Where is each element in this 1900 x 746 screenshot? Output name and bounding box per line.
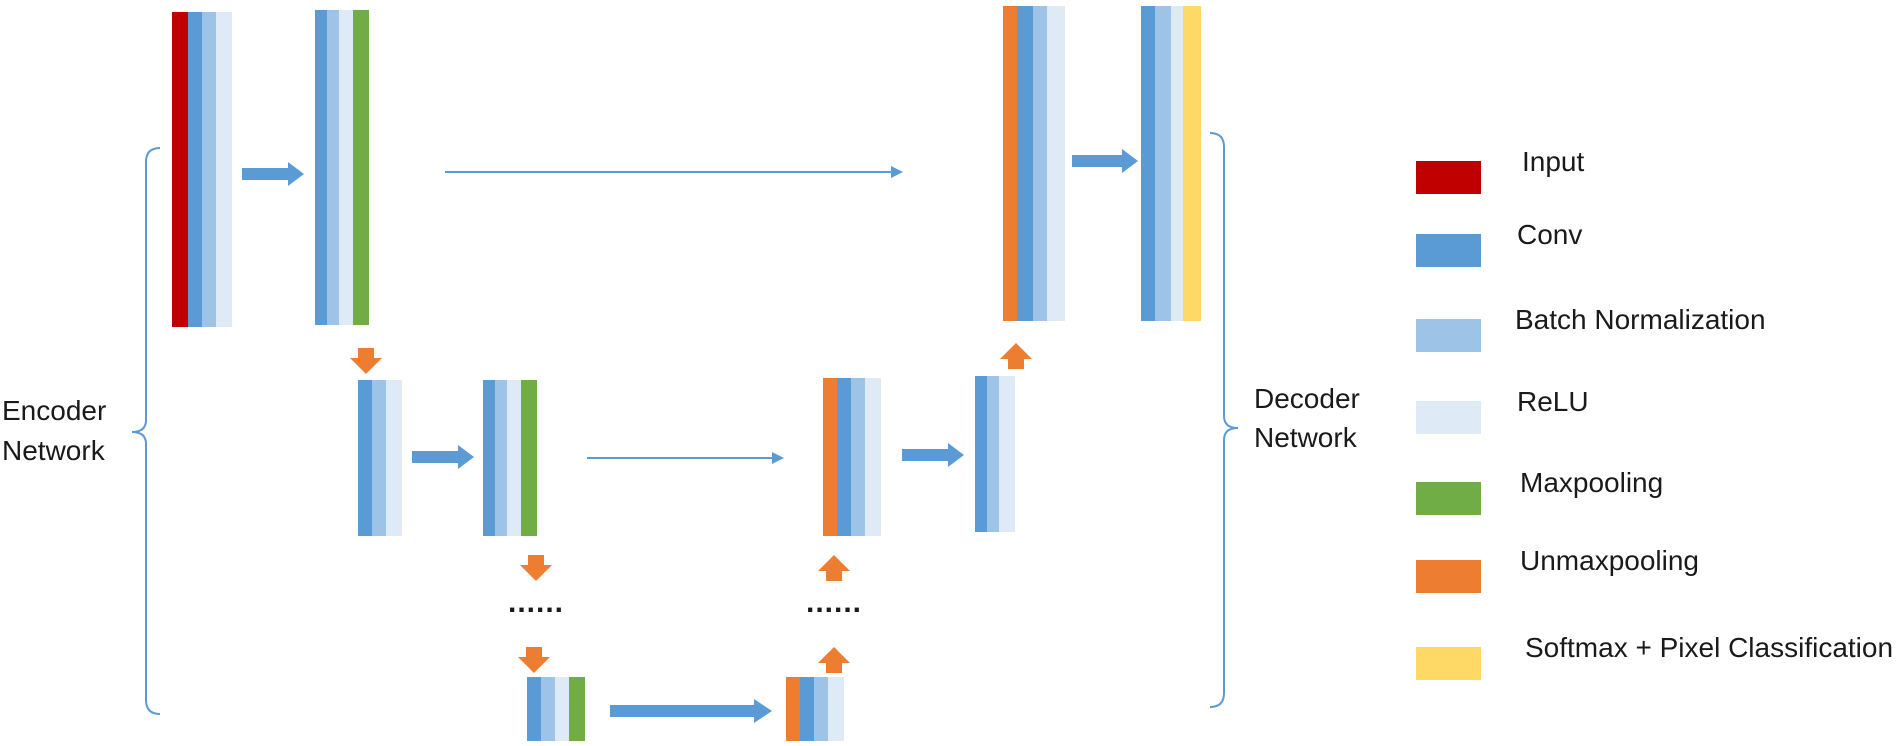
- decoder-block-1a: [1003, 6, 1065, 321]
- encoder-block-2b-maxpool-layer: [521, 380, 537, 536]
- encoder-block-2b-conv-layer: [483, 380, 495, 536]
- arrow-dec1-conv: [1072, 149, 1138, 173]
- decoder-block-1a-unmaxpool-layer: [1003, 6, 1017, 321]
- encoder-block-1a-bn-layer: [202, 12, 216, 327]
- decoder-block-2a: [823, 378, 881, 536]
- encoder-block-1b-relu-layer: [339, 10, 353, 325]
- arrow-bottom: [610, 699, 772, 723]
- encoder-block-1b: [315, 10, 369, 325]
- decoder-bracket: [1209, 132, 1239, 708]
- encoder-block-3-relu-layer: [555, 677, 569, 741]
- decoder-block-1b-softmax-layer: [1183, 6, 1201, 321]
- encoder-block-2b: [483, 380, 537, 536]
- decoder-block-3-bn-layer: [814, 677, 828, 741]
- legend-item-input: Input: [1416, 146, 1584, 194]
- decoder-ellipsis: ......: [806, 586, 862, 619]
- decoder-block-2a-unmaxpool-layer: [823, 378, 837, 536]
- legend-swatch-unmaxpool: [1416, 560, 1481, 593]
- arrow-enc2-conv: [412, 445, 474, 469]
- encoder-block-1a-conv-layer: [188, 12, 202, 327]
- decoder-block-3: [786, 677, 844, 741]
- legend-item-relu: ReLU: [1416, 386, 1589, 434]
- encoder-block-3-maxpool-layer: [569, 677, 585, 741]
- decoder-block-2a-relu-layer: [865, 378, 881, 536]
- legend-label-conv: Conv: [1517, 219, 1582, 250]
- encoder-block-2a: [358, 380, 402, 536]
- encoder-block-1b-conv-layer: [315, 10, 327, 325]
- encoder-block-3-conv-layer: [527, 677, 541, 741]
- decoder-label-line2: Network: [1254, 422, 1358, 453]
- legend-label-maxpool: Maxpooling: [1520, 467, 1663, 498]
- arrow-enc1-conv: [242, 162, 304, 186]
- down-arrow-3: [518, 647, 550, 673]
- arrows: [242, 149, 1138, 723]
- encoder-block-2b-bn-layer: [495, 380, 507, 536]
- arrow-skip-level1-head: [891, 166, 903, 178]
- layer-blocks: [172, 6, 1201, 741]
- legend-swatch-relu: [1416, 401, 1481, 434]
- encoder-bracket: [131, 147, 161, 715]
- encoder-block-1b-bn-layer: [327, 10, 339, 325]
- legend-item-conv: Conv: [1416, 219, 1582, 267]
- encoder-block-1a-input-layer: [172, 12, 188, 327]
- encoder-block-2a-relu-layer: [386, 380, 402, 536]
- decoder-block-2b-bn-layer: [987, 376, 999, 532]
- encoder-block-2b-relu-layer: [507, 380, 521, 536]
- legend-swatch-softmax: [1416, 647, 1481, 680]
- legend-swatch-input: [1416, 161, 1481, 194]
- decoder-block-1b-bn-layer: [1155, 6, 1171, 321]
- encoder-block-1b-maxpool-layer: [353, 10, 369, 325]
- legend-swatch-maxpool: [1416, 482, 1481, 515]
- decoder-block-2b-conv-layer: [975, 376, 987, 532]
- legend-label-unmaxpool: Unmaxpooling: [1520, 545, 1699, 576]
- decoder-block-1a-conv-layer: [1017, 6, 1033, 321]
- encoder-block-2a-bn-layer: [372, 380, 386, 536]
- decoder-block-1b-conv-layer: [1141, 6, 1155, 321]
- legend-swatch-conv: [1416, 234, 1481, 267]
- legend-item-unmaxpool: Unmaxpooling: [1416, 545, 1699, 593]
- encoder-block-3-bn-layer: [541, 677, 555, 741]
- decoder-block-2b-relu-layer: [999, 376, 1015, 532]
- decoder-block-3-relu-layer: [828, 677, 844, 741]
- decoder-label-line1: Decoder: [1254, 383, 1360, 414]
- down-arrow-1: [350, 348, 382, 374]
- decoder-block-1a-bn-layer: [1033, 6, 1047, 321]
- legend-label-input: Input: [1522, 146, 1584, 177]
- encoder-label-line2: Network: [2, 435, 106, 466]
- decoder-block-2a-bn-layer: [851, 378, 865, 536]
- arrow-skip-level2-head: [772, 452, 784, 464]
- arrow-dec2-conv: [902, 443, 964, 467]
- up-arrow-3: [818, 647, 850, 673]
- legend-swatch-bn: [1416, 319, 1481, 352]
- decoder-block-1b: [1141, 6, 1201, 321]
- legend-item-maxpool: Maxpooling: [1416, 467, 1663, 515]
- down-arrow-2: [520, 555, 552, 581]
- encoder-block-2a-conv-layer: [358, 380, 372, 536]
- decoder-block-3-unmaxpool-layer: [786, 677, 800, 741]
- up-arrow-1: [1000, 343, 1032, 369]
- legend-label-relu: ReLU: [1517, 386, 1589, 417]
- encoder-block-3: [527, 677, 585, 741]
- decoder-block-2b: [975, 376, 1015, 532]
- legend-label-bn: Batch Normalization: [1515, 304, 1766, 335]
- decoder-block-2a-conv-layer: [837, 378, 851, 536]
- encoder-block-1a: [172, 12, 232, 327]
- encoder-label-line1: Encoder: [2, 395, 106, 426]
- decoder-block-1b-relu-layer: [1171, 6, 1183, 321]
- decoder-block-3-conv-layer: [800, 677, 814, 741]
- encoder-block-1a-relu-layer: [216, 12, 232, 327]
- legend-item-softmax: Softmax + Pixel Classification: [1416, 632, 1893, 680]
- encoder-ellipsis: ......: [508, 586, 564, 619]
- legend-label-softmax: Softmax + Pixel Classification: [1525, 632, 1893, 663]
- legend-item-bn: Batch Normalization: [1416, 304, 1766, 352]
- decoder-block-1a-relu-layer: [1047, 6, 1065, 321]
- up-arrow-2: [818, 555, 850, 581]
